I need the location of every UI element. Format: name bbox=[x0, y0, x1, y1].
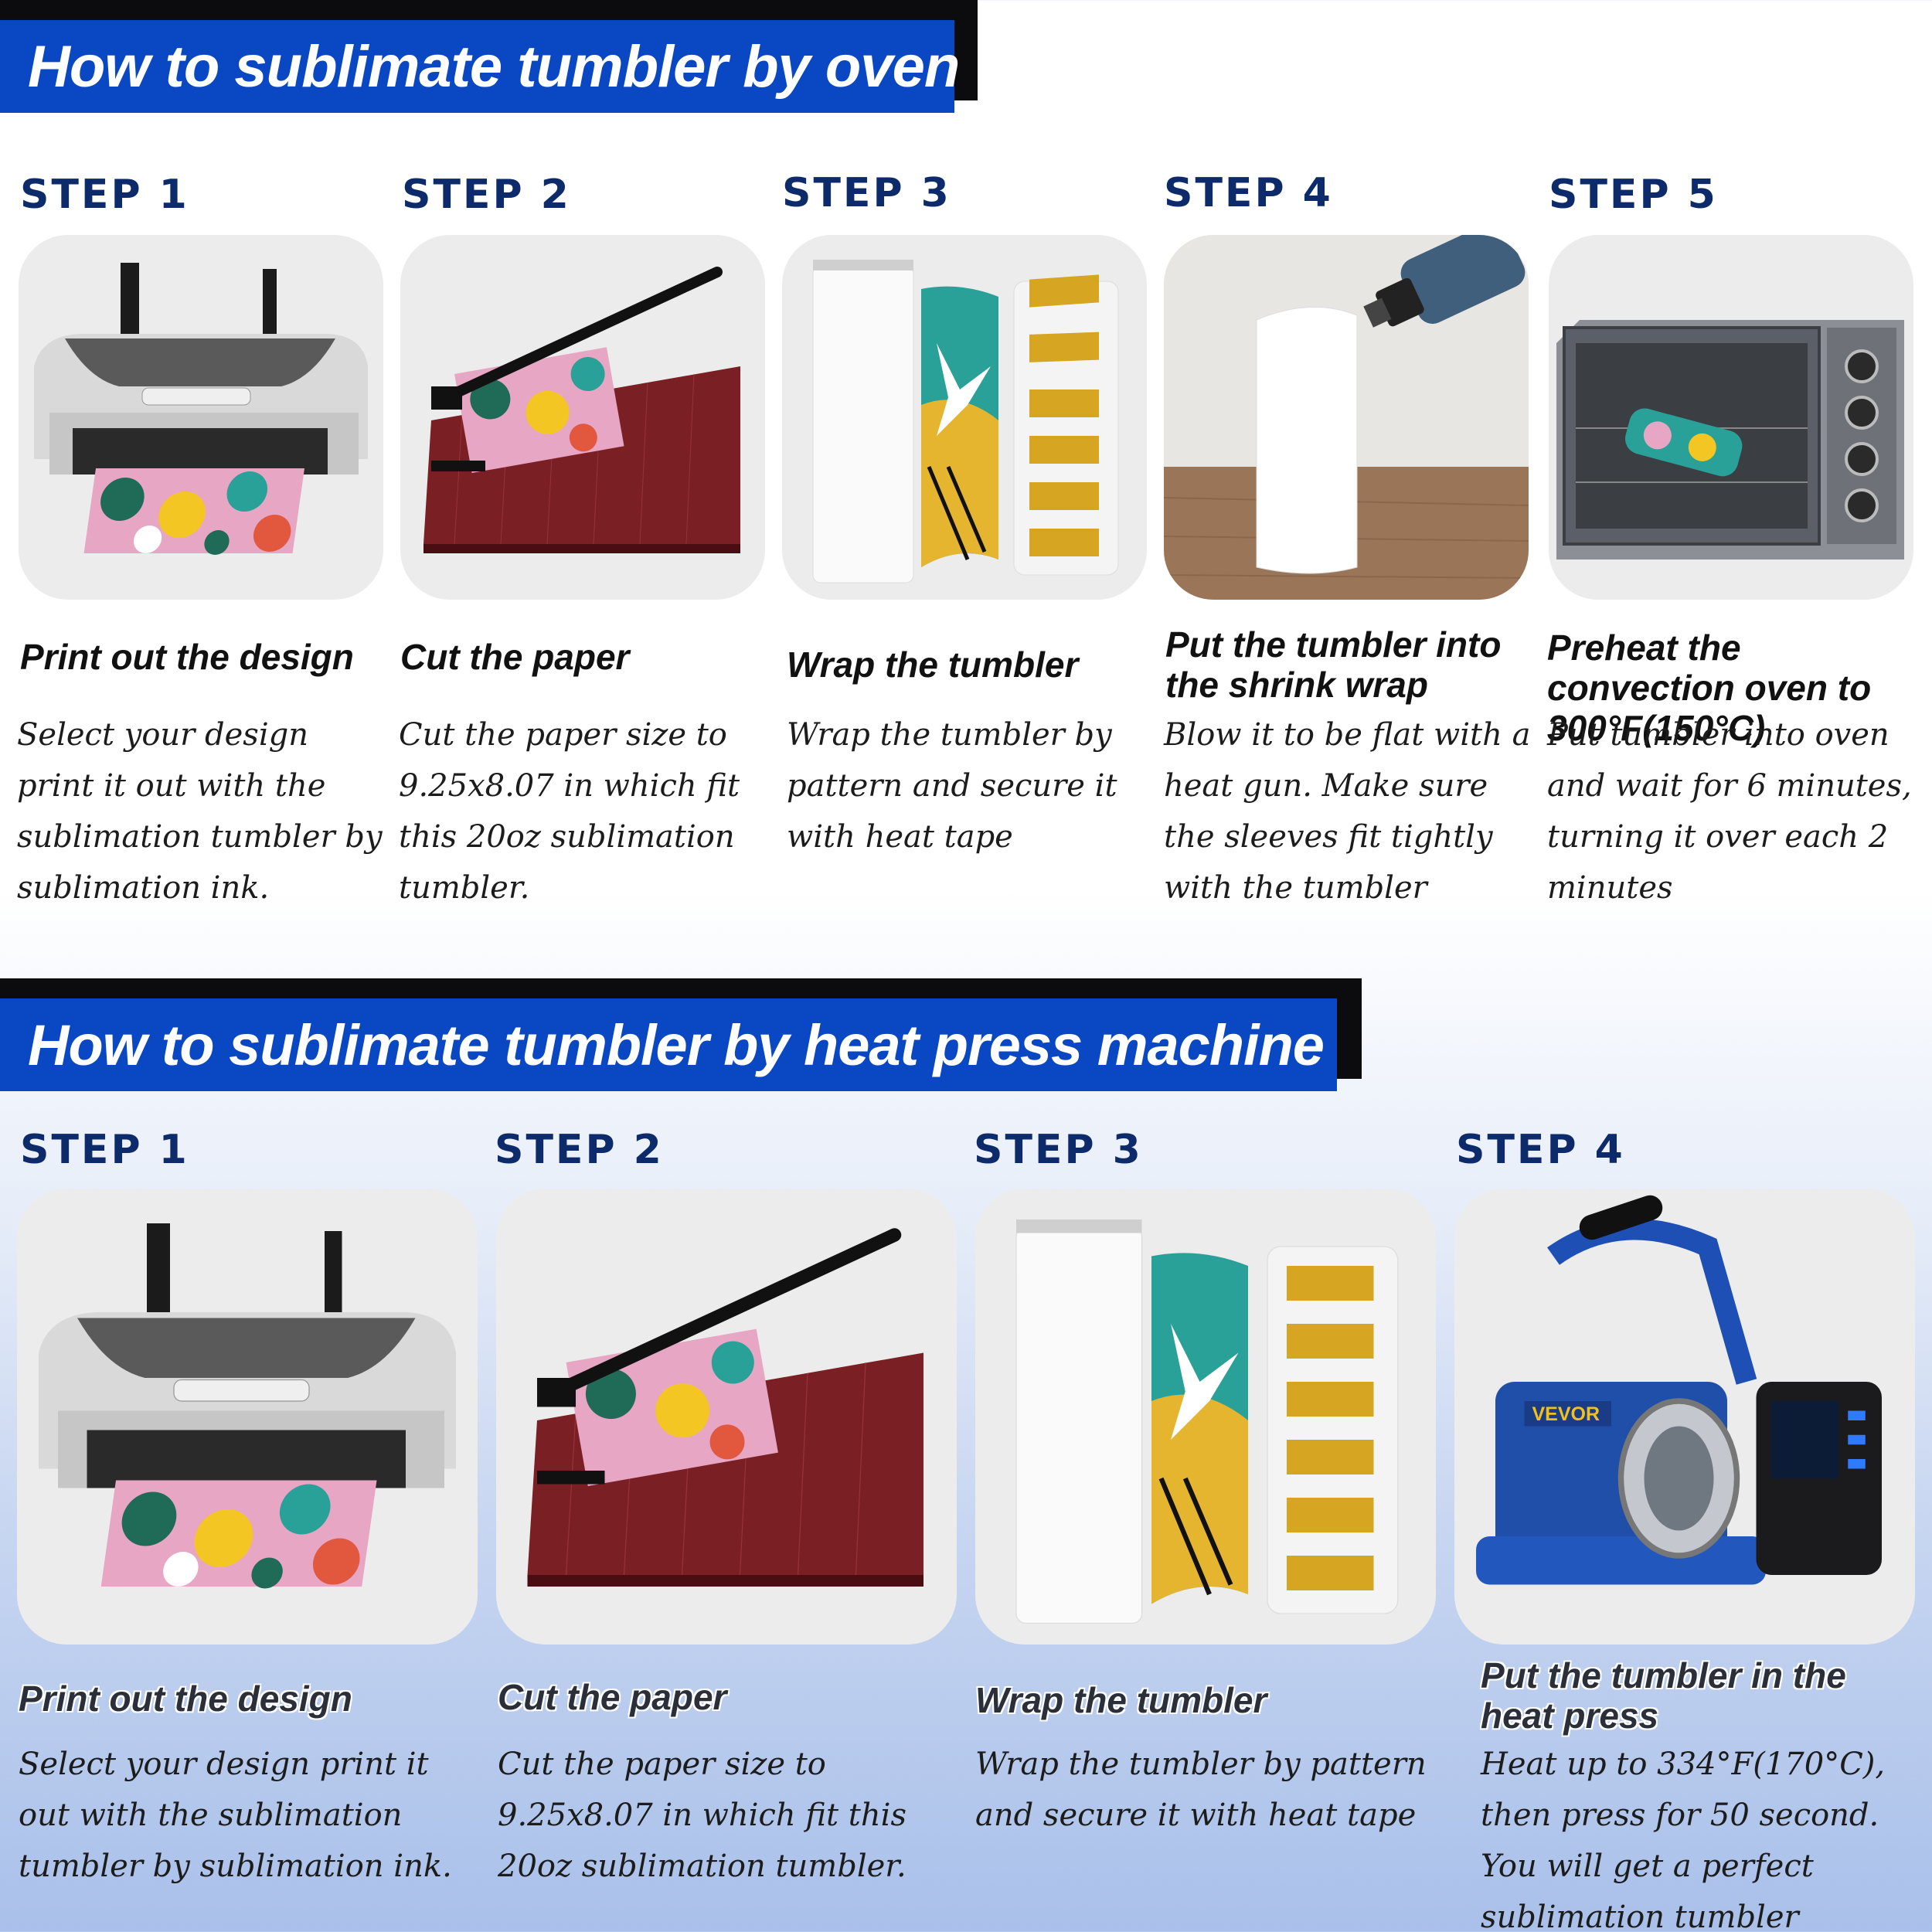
oven-step-2-image-paper-cutter bbox=[400, 235, 765, 600]
oven-step-5-label: STEP 5 bbox=[1549, 172, 1718, 218]
press-step-1-label: STEP 1 bbox=[20, 1127, 189, 1173]
press-step-1-title: Print out the design bbox=[19, 1679, 352, 1719]
press-step-3-description: Wrap the tumbler by pattern and secure i… bbox=[975, 1747, 1427, 1833]
press-step-2-label: STEP 2 bbox=[495, 1127, 664, 1173]
oven-step-3-title: Wrap the tumbler bbox=[787, 645, 1079, 685]
oven-step-5-title: Preheat the convection oven to 300°F(150… bbox=[1547, 628, 1872, 748]
oven-step-3-description: Wrap the tumbler by pattern and secure i… bbox=[787, 717, 1117, 855]
press-section-title: How to sublimate tumbler by heat press m… bbox=[0, 998, 1337, 1091]
press-step-3-image-tumbler-wrap bbox=[975, 1189, 1436, 1645]
oven-step-4-label: STEP 4 bbox=[1164, 170, 1333, 216]
oven-step-1-title: Print out the design bbox=[20, 637, 354, 677]
oven-step-1-description: Select your design print it out with the… bbox=[17, 717, 383, 906]
oven-step-4-image-heat-gun bbox=[1164, 235, 1529, 600]
press-step-1-image-printer bbox=[17, 1189, 478, 1645]
press-step-4-image-heat-press-machine: VEVOR bbox=[1454, 1189, 1915, 1645]
oven-step-3-image-tumbler-wrap bbox=[782, 235, 1147, 600]
press-step-2-title: Cut the paper bbox=[498, 1677, 727, 1717]
oven-step-4-title: Put the tumbler into the shrink wrap bbox=[1165, 624, 1502, 705]
oven-step-5-image-convection-oven bbox=[1549, 235, 1913, 600]
vevor-logo: VEVOR bbox=[1532, 1403, 1600, 1425]
press-step-3-label: STEP 3 bbox=[974, 1127, 1143, 1173]
press-step-2-image-paper-cutter bbox=[496, 1189, 957, 1645]
oven-step-5-description: Put tumbler into oven and wait for 6 min… bbox=[1547, 717, 1912, 906]
press-step-4-title: Put the tumbler in the heat press bbox=[1481, 1655, 1846, 1736]
oven-step-1-label: STEP 1 bbox=[20, 172, 189, 218]
press-step-3-title: Wrap the tumbler bbox=[975, 1680, 1267, 1720]
press-step-4-label: STEP 4 bbox=[1456, 1127, 1625, 1173]
oven-step-4-description: Blow it to be flat with a heat gun. Make… bbox=[1164, 717, 1531, 906]
press-step-1-description: Select your design print it out with the… bbox=[19, 1747, 452, 1884]
oven-section-title: How to sublimate tumbler by oven bbox=[0, 20, 960, 113]
oven-step-2-label: STEP 2 bbox=[402, 172, 571, 218]
press-step-2-description: Cut the paper size to 9.25x8.07 in which… bbox=[498, 1747, 906, 1884]
press-step-4-description: Heat up to 334°F(170°C), then press for … bbox=[1481, 1747, 1886, 1932]
oven-step-2-title: Cut the paper bbox=[400, 637, 630, 677]
oven-step-3-label: STEP 3 bbox=[782, 170, 951, 216]
oven-step-2-description: Cut the paper size to 9.25x8.07 in which… bbox=[399, 717, 740, 906]
oven-step-1-image-printer bbox=[19, 235, 383, 600]
